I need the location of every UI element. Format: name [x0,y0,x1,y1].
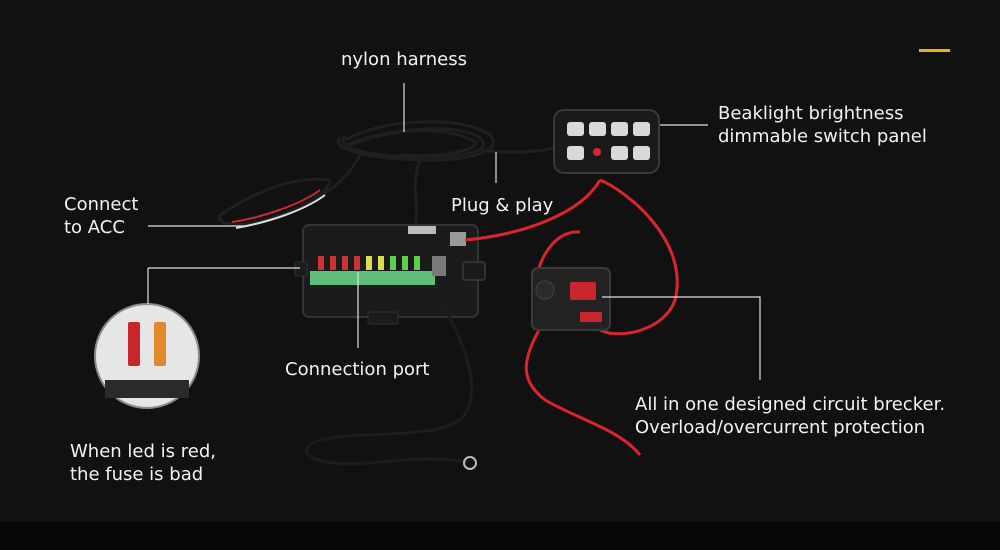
fuse-zoom-inset [94,303,200,409]
switch-panel-label: Beaklight brightness dimmable switch pan… [718,103,927,147]
acc-label: Connect to ACC [64,194,139,238]
circuit-breaker-label: All in one designed circuit brecker. Ove… [635,394,946,438]
fuse-status-label: When led is red, the fuse is bad [70,441,216,485]
plug-play-label: Plug & play [451,195,554,216]
ground-wire [305,299,477,470]
nylon-harness [299,120,556,226]
callout-lines [147,83,761,380]
switch-panel [553,109,660,174]
acc-wire [217,177,332,229]
fuse-row [318,256,420,270]
circuit-breaker [531,267,611,331]
nylon-harness-label: nylon harness [341,49,467,70]
bottom-band [0,522,1000,550]
accent-bar [919,49,950,52]
connection-port-label: Connection port [285,359,430,380]
control-box [294,224,486,325]
